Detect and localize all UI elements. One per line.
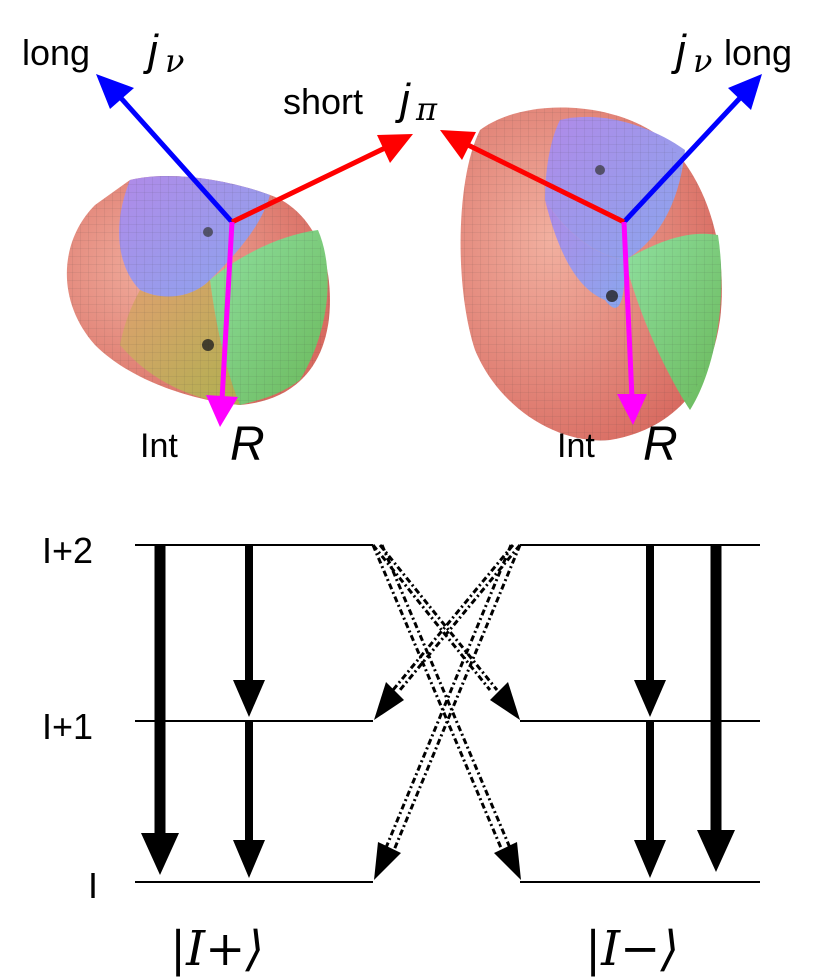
right-j-nu-symbol: j xyxy=(671,26,687,75)
transition-left-M1-lower-arrowhead xyxy=(233,840,265,878)
left-j-nu-arrowhead xyxy=(96,74,134,109)
cross-arrowhead-right-I+1 xyxy=(490,682,520,720)
right-j-pi-axis xyxy=(466,142,626,225)
left-R-arrowhead xyxy=(206,395,238,427)
cross-arrowhead-left-I+1 xyxy=(374,682,404,720)
left-j-nu-subscript: ν xyxy=(165,42,184,80)
cross-left-to-right-I-a xyxy=(371,544,506,856)
cross-right-to-left-I+1-a xyxy=(398,544,522,691)
left-j-pi-arrowhead xyxy=(377,134,413,163)
left-triaxial-body xyxy=(66,175,331,405)
right-j-nu-subscript: ν xyxy=(693,42,712,80)
left-j-nu-symbol: j xyxy=(143,26,159,75)
level-scheme: I+2 I+1 I |I+⟩ xyxy=(42,530,760,977)
band-label-minus: |I−⟩ xyxy=(585,921,679,977)
cross-right-to-left-I+1-b xyxy=(391,544,515,691)
left-int-label: Int xyxy=(140,427,178,465)
transition-left-M1-upper-arrowhead xyxy=(233,680,265,717)
left-j-nu-axis xyxy=(118,95,234,224)
left-j-pi-axis xyxy=(230,145,387,225)
left-R-symbol: R xyxy=(230,418,265,471)
cross-left-to-right-I-b xyxy=(380,544,515,856)
right-R-arrowhead xyxy=(617,394,647,425)
short-label: short xyxy=(283,81,363,122)
right-j-nu-arrowhead xyxy=(728,74,762,110)
transition-right-M1-upper-arrowhead xyxy=(634,680,666,717)
j-pi-symbol: j xyxy=(395,75,411,124)
j-pi-subscript: π xyxy=(415,90,438,128)
level-label-I+2: I+2 xyxy=(42,530,93,571)
right-int-label: Int xyxy=(557,427,595,465)
cross-arrowhead-right-I xyxy=(494,842,521,880)
right-j-nu-axis xyxy=(622,96,742,224)
level-label-I+1: I+1 xyxy=(42,706,93,747)
band-label-plus: |I+⟩ xyxy=(170,921,264,977)
cross-left-to-right-I+1-b xyxy=(378,544,499,691)
right-axes xyxy=(440,74,762,425)
cross-arrowhead-left-I xyxy=(374,842,401,880)
level-label-I: I xyxy=(88,865,98,906)
left-axes xyxy=(96,74,413,427)
transition-left-E2-arrowhead xyxy=(141,833,179,875)
transition-right-E2-arrowhead xyxy=(697,830,735,872)
right-long-label: long xyxy=(724,32,792,73)
left-long-label: long xyxy=(22,32,90,73)
right-j-pi-arrowhead xyxy=(440,130,476,160)
transition-right-M1-lower-arrowhead xyxy=(634,840,666,878)
left-R-axis xyxy=(219,221,235,401)
right-R-symbol: R xyxy=(643,418,678,471)
right-R-axis xyxy=(621,221,635,399)
